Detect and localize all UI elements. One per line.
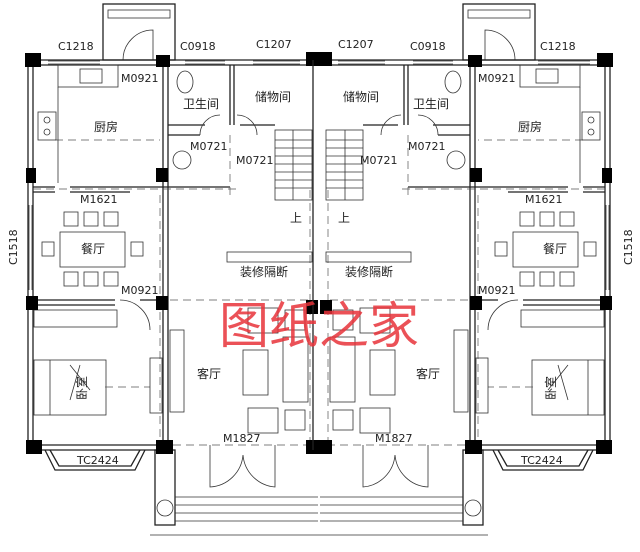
room-kitchen: 厨房 bbox=[94, 119, 118, 134]
label-c0918: C0918 bbox=[410, 40, 446, 53]
label-c1518: C1518 bbox=[622, 229, 635, 265]
label-m1827: M1827 bbox=[223, 432, 261, 445]
label-m0921: M0921 bbox=[121, 72, 159, 85]
partition-label: 装修隔断 bbox=[240, 264, 288, 279]
label-c1218: C1218 bbox=[540, 40, 576, 53]
room-dining: 餐厅 bbox=[81, 241, 105, 256]
label-m0921: M0921 bbox=[121, 284, 159, 297]
room-bedroom: 卧室 bbox=[543, 376, 558, 400]
label-m0721: M0721 bbox=[190, 140, 228, 153]
label-c1207: C1207 bbox=[338, 38, 374, 51]
room-kitchen: 厨房 bbox=[518, 119, 542, 134]
label-m1621: M1621 bbox=[80, 193, 118, 206]
label-c0918: C0918 bbox=[180, 40, 216, 53]
label-c1518: C1518 bbox=[7, 229, 20, 265]
stair-up-label: 上 bbox=[338, 211, 350, 225]
partition-label: 装修隔断 bbox=[345, 264, 393, 279]
label-m0721: M0721 bbox=[408, 140, 446, 153]
label-tc2424: TC2424 bbox=[520, 454, 563, 467]
room-dining: 餐厅 bbox=[543, 241, 567, 256]
label-c1207: C1207 bbox=[256, 38, 292, 51]
label-m1621: M1621 bbox=[525, 193, 563, 206]
stair-up-label: 上 bbox=[290, 211, 302, 225]
label-m0721: M0721 bbox=[236, 154, 274, 167]
room-bathroom: 卫生间 bbox=[413, 97, 449, 111]
label-m0921: M0921 bbox=[478, 72, 516, 85]
room-living: 客厅 bbox=[416, 366, 440, 381]
room-storage: 储物间 bbox=[343, 89, 379, 104]
label-m0921: M0921 bbox=[478, 284, 516, 297]
room-bedroom: 卧室 bbox=[74, 376, 89, 400]
room-storage: 储物间 bbox=[255, 89, 291, 104]
room-living: 客厅 bbox=[197, 366, 221, 381]
label-c1218: C1218 bbox=[58, 40, 94, 53]
watermark: 图纸之家 bbox=[219, 297, 419, 355]
label-m1827: M1827 bbox=[375, 432, 413, 445]
label-m0721: M0721 bbox=[360, 154, 398, 167]
label-tc2424: TC2424 bbox=[76, 454, 119, 467]
room-bathroom: 卫生间 bbox=[183, 97, 219, 111]
